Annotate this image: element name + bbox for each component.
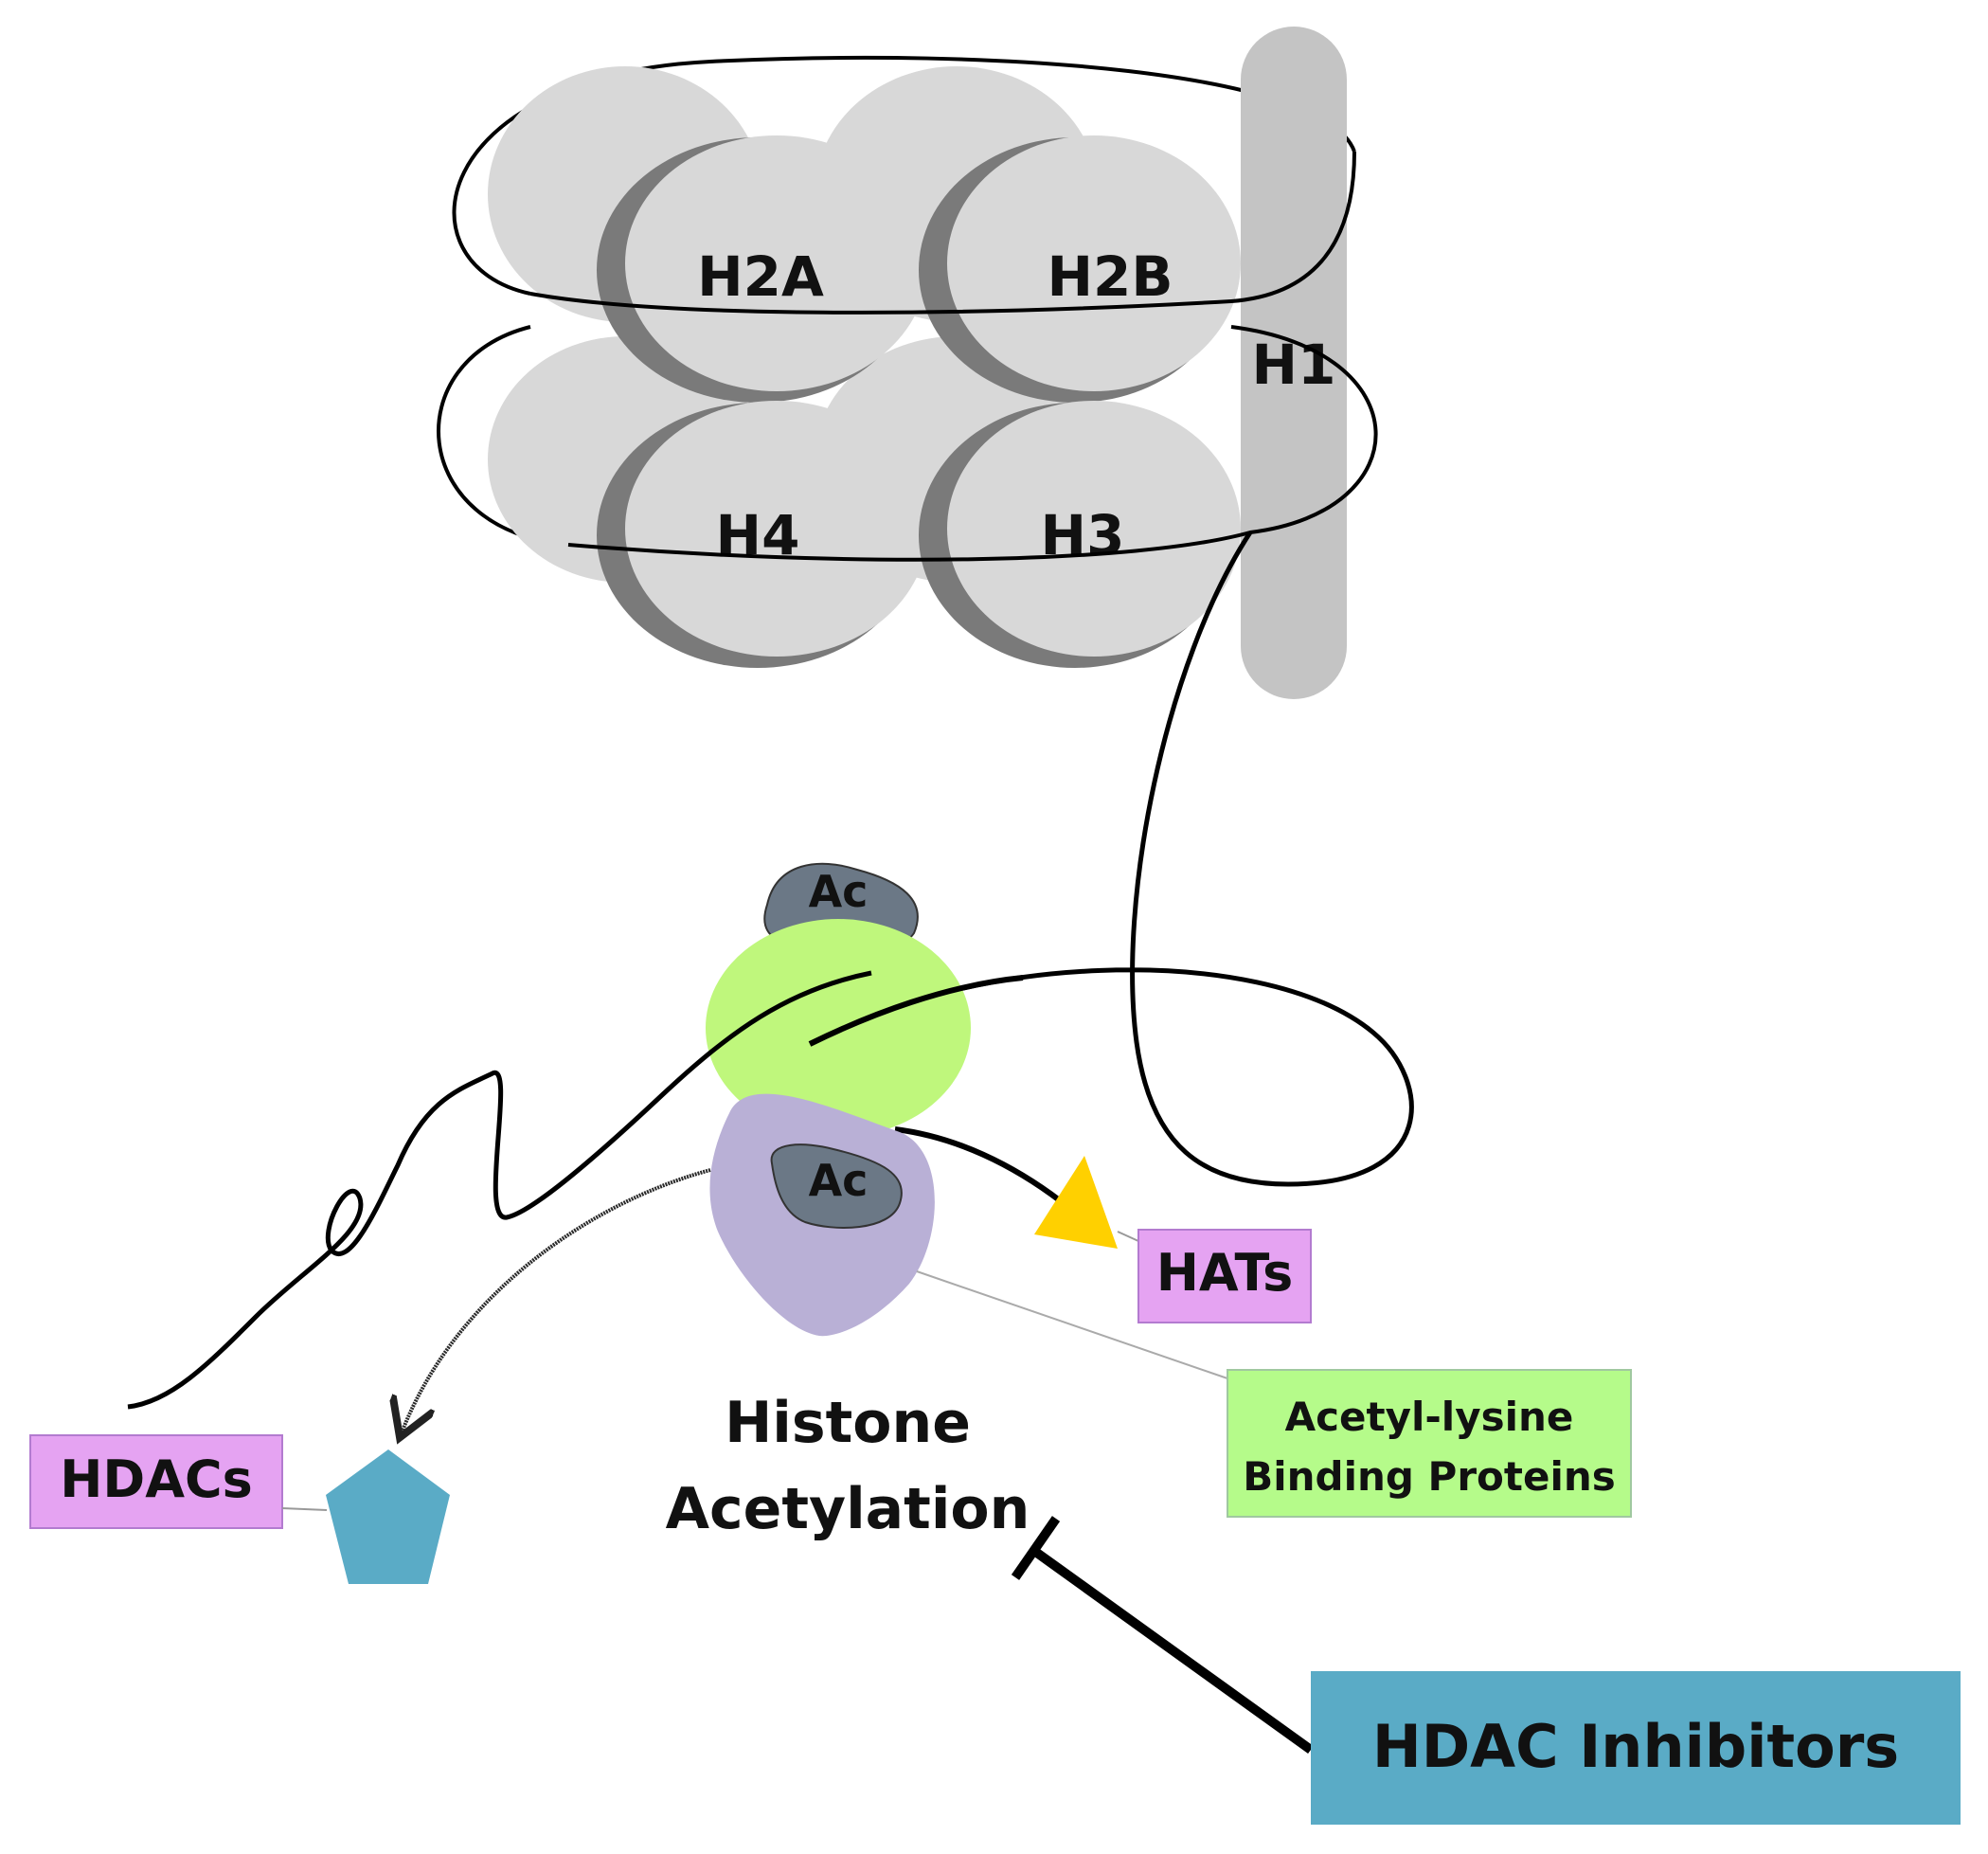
- hats-triangle-icon: [1034, 1156, 1118, 1249]
- hdacs-connector: [281, 1507, 328, 1511]
- tail-inner-stroke: [808, 975, 1024, 1047]
- hats-box: [1137, 1229, 1312, 1323]
- ac-top-label: Ac: [809, 866, 869, 917]
- histone-h3: H3: [919, 401, 1241, 668]
- binding-connector: [916, 1270, 1228, 1379]
- hdac-pentagon-icon: [326, 1449, 450, 1584]
- hdacs-box: [29, 1434, 283, 1529]
- process-label: Histone Acetylation: [666, 1390, 1030, 1542]
- inhibition-bar: [1011, 1516, 1061, 1580]
- ac-bottom-label: Ac: [809, 1155, 869, 1206]
- dna-lower-back: [437, 325, 569, 547]
- histone-h2b: H2B: [919, 135, 1241, 403]
- hdac-inhibitors-box: [1311, 1671, 1961, 1825]
- process-label-line1: Histone: [725, 1390, 971, 1456]
- h2a-label: H2A: [697, 244, 824, 309]
- hdac-inhibitors-label: HDAC Inhibitors: [1372, 1712, 1899, 1781]
- binding-label-line1: Acetyl-lysine: [1285, 1394, 1574, 1440]
- inhibition-line: [1031, 1546, 1314, 1755]
- dna-upper-front: [529, 151, 1356, 315]
- hats-strand: [894, 1126, 1063, 1204]
- hdacs-label: HDACs: [60, 1449, 253, 1509]
- nucleosome: H2A H2B H4 H3 H1: [437, 27, 1378, 699]
- hats-group: HATs: [1034, 1156, 1312, 1323]
- hats-connector: [1117, 1231, 1139, 1242]
- binding-proteins-group: Acetyl-lysine Binding Proteins: [916, 1270, 1632, 1518]
- histone-tail-strand: [813, 531, 1414, 1187]
- process-label-line2: Acetylation: [666, 1476, 1030, 1542]
- binding-proteins-box: [1227, 1369, 1632, 1518]
- tail-over-protein: [127, 970, 872, 1410]
- hdacs-group: HDACs: [29, 1434, 450, 1584]
- h2b-label: H2B: [1047, 244, 1173, 309]
- hats-label: HATs: [1156, 1243, 1294, 1303]
- histone-h2a: H2A: [597, 135, 928, 403]
- histone-h4: H4: [597, 401, 928, 668]
- binding-label-line2: Binding Proteins: [1243, 1453, 1616, 1500]
- acetyl-group-bottom: Ac: [770, 1143, 903, 1229]
- hdac-inhibitors-group: HDAC Inhibitors: [1011, 1516, 1961, 1825]
- deacetylation-arrow: [403, 1168, 711, 1431]
- dna-lower-front: [567, 325, 1378, 562]
